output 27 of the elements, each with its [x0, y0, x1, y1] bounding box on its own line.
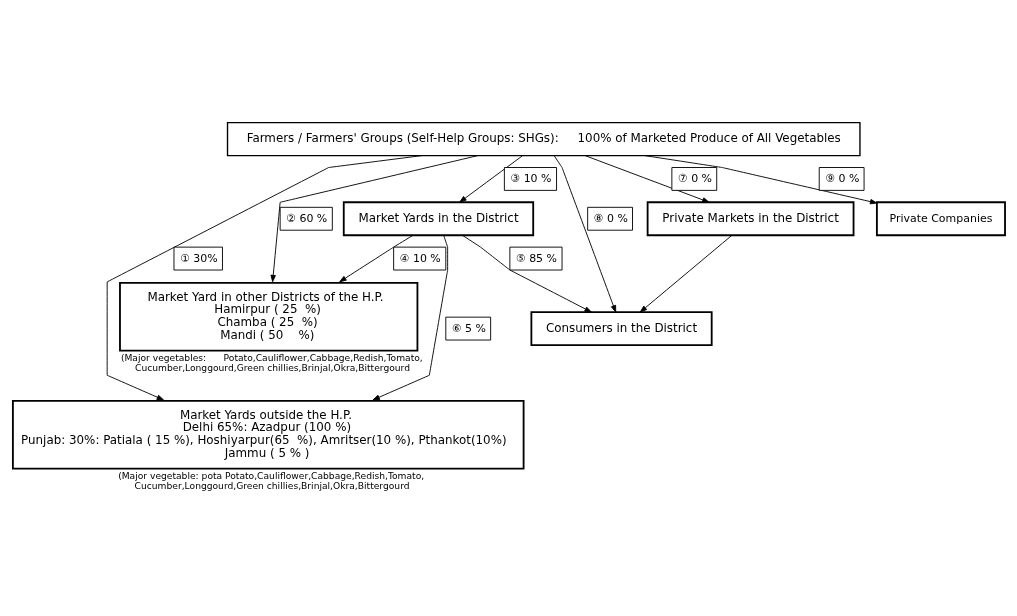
edge-label: ③ 10 % [510, 172, 552, 186]
edge-label: ④ 10 % [399, 251, 441, 265]
arrow [639, 234, 733, 313]
node-box: Consumers in the District [530, 311, 713, 346]
edge-label: ② 60 % [286, 212, 328, 226]
node-box: Market Yard in other Districts of the H.P. Hamirpur ( 25 %) Chamba ( 25 %) Mandi ( 50 %) [119, 281, 419, 352]
edge-label: ⑨ 0 % [825, 172, 860, 186]
edge-label: ⑧ 0 % [593, 212, 628, 226]
edge-label: ⑥ 5 % [451, 321, 486, 335]
arrow [459, 155, 523, 203]
edge-label: ⑤ 85 % [515, 251, 558, 265]
arrow [584, 155, 710, 203]
node-box: Farmers / Farmers' Groups (Self-Help Groups: SHGs): 100% of Marketed Produce of All Vegetables [226, 121, 861, 157]
arrow [553, 155, 617, 313]
node-box: Private Markets in the District [646, 201, 855, 237]
node-label: (Major vegetable: pota Potato,Cauliflower,Cabbage,Redish,Tomato,Cucumber,Longgourd,Green chillies,Brinjal,Okra,Bittergourd [118, 470, 425, 491]
node-box: Private Companies [875, 201, 1006, 237]
node-label: (Major vegetables: Potato,Cauliflower,Cabbage,Redish,Tomato,Cucumber,Longgourd,Green chillies,Brinjal,Okra,Bittergourd [120, 352, 423, 373]
arrow [106, 155, 423, 401]
arrow [462, 234, 592, 313]
node-box: Market Yards in the District [342, 201, 535, 237]
edge-label: ⑦ 0 % [677, 172, 713, 186]
arrow [270, 155, 478, 283]
edge-label: ① 30% [179, 251, 218, 265]
node-box: Market Yards outside the H.P. Delhi 65%: Azadpur (100 %) Punjab: 30%: Patiala ( 15 %), Hoshiyarpur(65 %), Amritser(10 %), Pthankot(10%) Jammu ( 5 % ) [11, 400, 525, 470]
arrow [339, 234, 414, 283]
arrow [644, 155, 878, 205]
